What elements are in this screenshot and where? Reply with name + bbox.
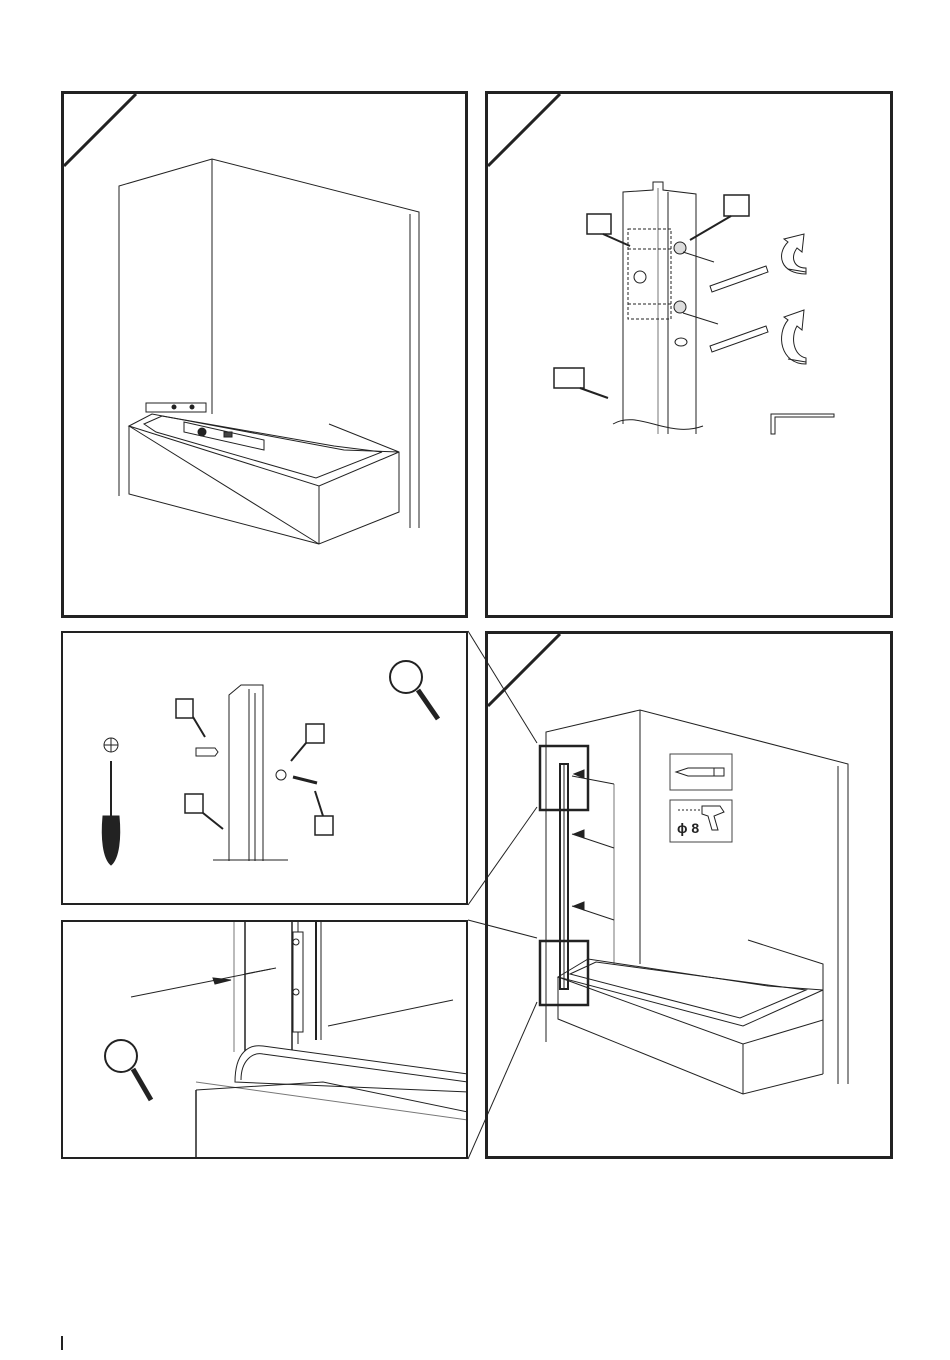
- allen-key-icon: [771, 414, 834, 434]
- callout-box-2: [306, 724, 324, 743]
- callout-box-3: [185, 794, 203, 813]
- screwdriver-icon: [102, 761, 119, 865]
- screw-bottom-icon: [674, 301, 686, 313]
- magnifier-icon: [105, 1040, 151, 1100]
- allen-key-top-icon: [710, 266, 768, 292]
- pencil-panel: [670, 754, 732, 790]
- step-3-panel: ϕ 8: [485, 631, 893, 1159]
- callout-box-b: [724, 195, 749, 216]
- detail-bottom-panel: [61, 920, 468, 1159]
- detail-fixing-panel: [61, 631, 468, 905]
- bottom-detail-illustration: [63, 922, 468, 1159]
- step-1-panel: [61, 91, 468, 618]
- pencil-icon: [676, 768, 724, 776]
- callout-box-4: [315, 816, 333, 835]
- callout-box-c: [554, 368, 584, 388]
- fixing-detail-illustration: [63, 633, 468, 905]
- washer-icon: [276, 770, 286, 780]
- rotate-arrow-icon-2: [782, 310, 806, 364]
- step-corner-mark: [64, 94, 136, 166]
- screw-icon: [293, 777, 317, 783]
- dowel-icon: [196, 748, 218, 756]
- wall-outline: [546, 710, 848, 1084]
- crosshead-icon: [104, 738, 118, 752]
- slot-hole-icon: [675, 338, 687, 346]
- step-corner-mark: [488, 634, 560, 706]
- allen-key-bottom-icon: [710, 326, 768, 352]
- bracket-screw-icon: [198, 428, 206, 436]
- page-edge-mark: [61, 1336, 63, 1350]
- step-2-panel: [485, 91, 893, 618]
- callout-box-a: [587, 214, 611, 234]
- marking-drilling-illustration: [488, 634, 893, 1159]
- profile-wall-outline: [229, 685, 263, 861]
- drill-size-label: ϕ 8: [677, 820, 699, 836]
- profile-screw-illustration: [488, 94, 893, 618]
- callout-box-1: [176, 699, 193, 718]
- bath-corner-illustration: [64, 94, 468, 618]
- insert-hole-icon: [634, 271, 646, 283]
- step-corner-mark: [488, 94, 560, 166]
- rotate-arrow-icon: [782, 234, 806, 274]
- profile-bracket: [293, 932, 303, 1032]
- magnifier-icon: [390, 661, 438, 719]
- bath-apron: [558, 940, 823, 1044]
- wall-outline: [119, 159, 419, 528]
